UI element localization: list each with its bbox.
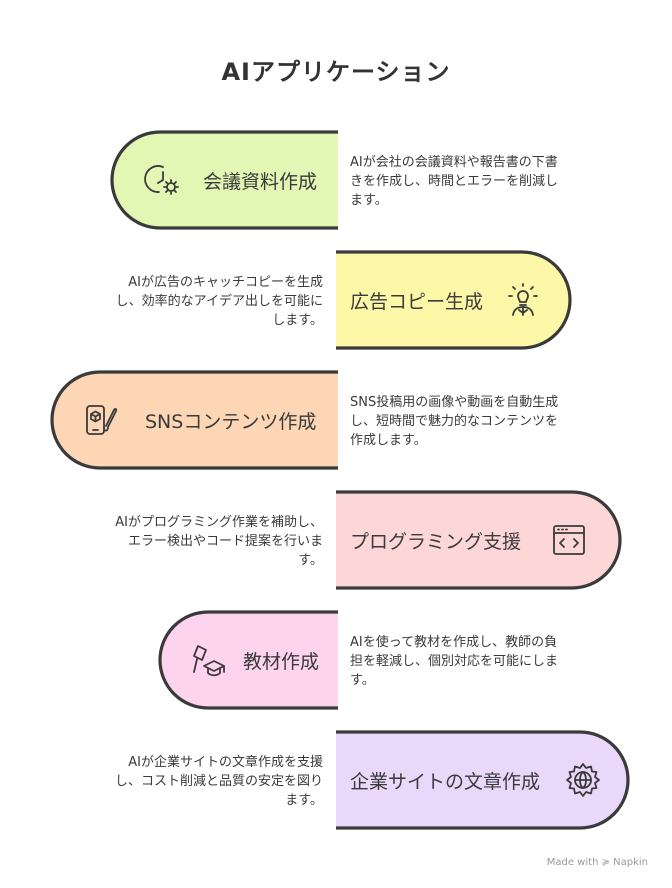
step-4-description: AIがプログラミング作業を補助し、エラー検出やコード提案を行います。 bbox=[115, 515, 323, 568]
step-5-shape bbox=[158, 610, 338, 710]
page-title: AIアプリケーション bbox=[221, 58, 451, 86]
step-2-shape bbox=[336, 250, 572, 350]
step-5-fill bbox=[158, 610, 338, 710]
clock-gear-icon bbox=[144, 162, 181, 198]
step-6-fill bbox=[336, 730, 630, 830]
step-4-shape bbox=[336, 490, 622, 590]
step-3-label: SNSコンテンツ作成 bbox=[145, 410, 317, 433]
graduation-cap-icon bbox=[190, 642, 226, 678]
step-4-label: プログラミング支援 bbox=[350, 530, 522, 553]
step-4-fill bbox=[336, 490, 622, 590]
code-window-icon bbox=[551, 522, 587, 558]
step-1-fill bbox=[110, 130, 338, 230]
step-2-fill bbox=[336, 250, 572, 350]
step-2-description: AIが広告のキャッチコピーを生成し、効率的なアイデア出しを可能にします。 bbox=[115, 275, 323, 328]
step-1-shape bbox=[110, 130, 338, 230]
step-6-description: AIが企業サイトの文章作成を支援し、コスト削減と品質の安定を図ります。 bbox=[114, 755, 323, 808]
step-3-shape bbox=[50, 370, 338, 470]
step-5-label: 教材作成 bbox=[243, 650, 320, 673]
lightbulb-person-icon bbox=[505, 282, 541, 318]
step-3-description: SNS投稿用の画像や動画を自動生成し、短時間で魅力的なコンテンツを作成します。 bbox=[350, 395, 559, 448]
napkin-watermark: Made with ≽ Napkin bbox=[546, 857, 648, 868]
globe-gear-icon bbox=[565, 762, 601, 798]
step-6-label: 企業サイトの文章作成 bbox=[350, 770, 541, 793]
step-6-shape bbox=[336, 730, 630, 830]
step-5-description: AIを使って教材を作成し、教師の負担を軽減し、個別対応を可能にします。 bbox=[350, 635, 559, 688]
step-1-label: 会議資料作成 bbox=[203, 170, 318, 193]
step-2-label: 広告コピー生成 bbox=[350, 290, 484, 313]
step-3-fill bbox=[50, 370, 338, 470]
step-1-description: AIが会社の会議資料や報告書の下書きを作成し、時間とエラーを削減します。 bbox=[350, 155, 559, 208]
phone-brush-icon bbox=[82, 402, 118, 438]
